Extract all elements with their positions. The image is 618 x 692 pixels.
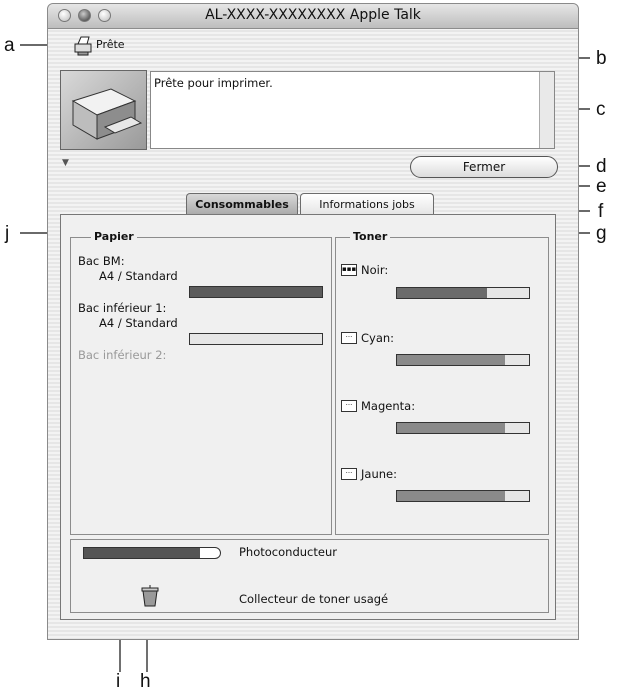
tray-lower2-label: Bac inférieur 2: [78, 348, 167, 362]
printer-illustration-icon [71, 88, 143, 140]
toner-magenta-level-bar [396, 422, 530, 434]
callout-b: b [596, 48, 607, 69]
waste-toner-bin-icon [141, 585, 159, 607]
zoom-window-icon[interactable] [98, 9, 111, 22]
callout-f: f [598, 201, 604, 222]
callout-e: e [596, 176, 607, 197]
toner-yellow-label: Jaune: [361, 467, 397, 481]
toner-black-level-bar [396, 287, 530, 299]
tray-bm-level-bar [189, 286, 323, 298]
tray-lower1-label: Bac inférieur 1: [78, 301, 167, 315]
callout-h: h [140, 671, 151, 692]
callout-i: i [116, 671, 121, 692]
toner-cyan-level-bar [396, 354, 530, 366]
callout-g: g [596, 223, 607, 244]
printer-image [60, 70, 147, 150]
tab-consommables[interactable]: Consommables [186, 193, 298, 215]
printer-status-icon [74, 36, 92, 56]
message-scrollbar[interactable] [539, 72, 554, 148]
toner-group: Toner ▪▪▪ Noir: ··· Cyan: ··· Magenta: ·… [335, 230, 549, 535]
close-window-icon[interactable] [58, 9, 71, 22]
paper-group: Papier Bac BM: A4 / Standard Bac inférie… [70, 230, 332, 535]
photoconductor-label: Photoconducteur [239, 545, 337, 559]
maintenance-group: Photoconducteur Collecteur de toner usag… [70, 539, 549, 613]
disclosure-triangle-icon[interactable]: ▼ [62, 158, 69, 168]
photoconductor-level-bar [83, 547, 221, 559]
callout-j: j [5, 223, 10, 244]
paper-legend: Papier [91, 230, 137, 243]
callout-d: d [596, 156, 607, 177]
toner-black-icon: ▪▪▪ [341, 264, 357, 276]
tab-informations-jobs[interactable]: Informations jobs [300, 193, 434, 215]
tray-bm-label: Bac BM: [78, 254, 125, 268]
minimize-window-icon[interactable] [78, 9, 91, 22]
close-button[interactable]: Fermer [410, 156, 558, 178]
status-message-box[interactable]: Prête pour imprimer. [150, 71, 555, 149]
tray-lower1-level-bar [189, 333, 323, 345]
callout-a: a [4, 35, 15, 56]
toner-yellow-icon: ··· [341, 468, 357, 480]
toner-cyan-icon: ··· [341, 332, 357, 344]
status-message-text: Prête pour imprimer. [154, 76, 273, 90]
toner-black-label: Noir: [361, 263, 389, 277]
title-bar[interactable]: AL-XXXX-XXXXXXXX Apple Talk [48, 4, 578, 29]
tray-lower1-size: A4 / Standard [99, 316, 178, 330]
toner-cyan-label: Cyan: [361, 331, 395, 345]
toner-magenta-label: Magenta: [361, 399, 416, 413]
toner-magenta-icon: ··· [341, 400, 357, 412]
window-title: AL-XXXX-XXXXXXXX Apple Talk [205, 7, 421, 23]
consumables-panel: Papier Bac BM: A4 / Standard Bac inférie… [60, 214, 556, 620]
waste-toner-label: Collecteur de toner usagé [239, 592, 389, 606]
callout-c: c [596, 99, 606, 120]
toner-legend: Toner [350, 230, 391, 243]
status-label: Prête [96, 38, 125, 51]
toner-yellow-level-bar [396, 490, 530, 502]
tray-bm-size: A4 / Standard [99, 269, 178, 283]
